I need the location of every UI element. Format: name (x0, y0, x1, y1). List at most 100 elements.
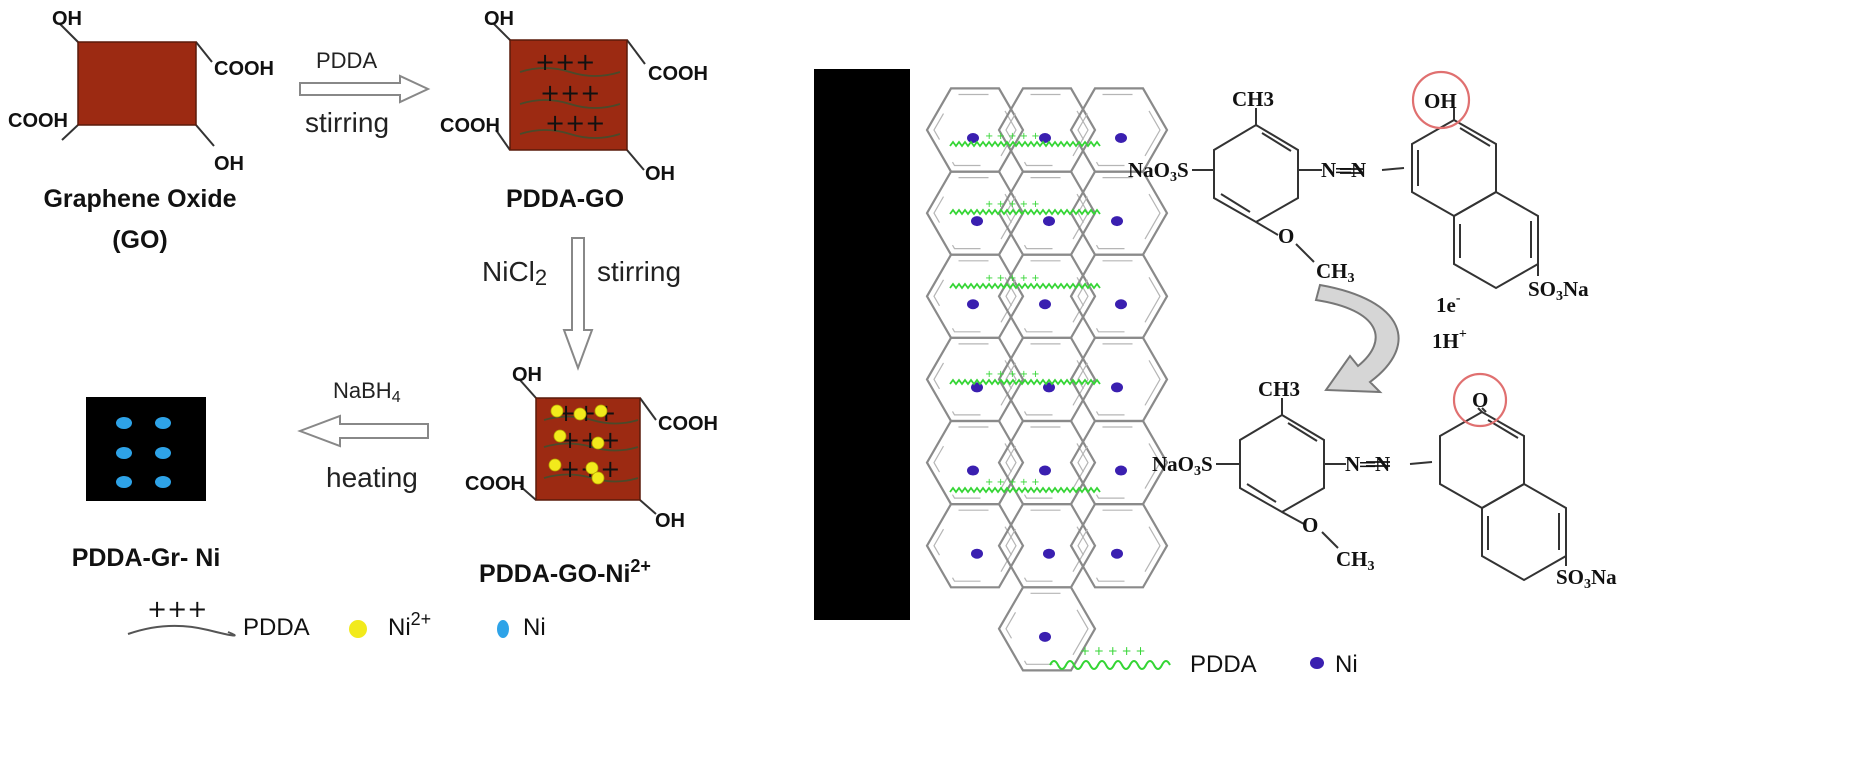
pdda-go-ni-oh-bottom: OH (655, 510, 685, 532)
product-o-highlight (1452, 372, 1508, 428)
reactant-oh-highlight (1411, 70, 1471, 130)
pdda-go-ni2-name: PDDA-GO-Ni2+ (479, 556, 651, 588)
product-och3-ch3: CH3 (1336, 547, 1375, 574)
right-legend: + + + + + PDDA Ni (1049, 644, 1358, 678)
graphene-hexagon (997, 87, 1097, 173)
reactant-left-group: NaO3S (1128, 158, 1189, 185)
reactant-azo: N═N (1321, 158, 1366, 182)
go-cooh-right: COOH (214, 58, 274, 80)
pdda-chain-charges: + + + + + (985, 477, 1040, 488)
product-molecule: CH3 O NaO3S N═N O CH3 SO3Na (1152, 372, 1617, 592)
graphene-double-bond (1077, 509, 1161, 582)
graphene-hexagon (997, 586, 1097, 672)
product-right-group: SO3Na (1556, 565, 1617, 592)
ni-particle (967, 465, 979, 476)
ni-particle (1043, 216, 1055, 227)
arrow-electron: 1e- (1436, 291, 1461, 317)
graphene-double-bond (1005, 426, 1089, 499)
graphene-double-bond (1077, 426, 1161, 499)
ni-particle (1115, 133, 1127, 143)
pdda-chain (949, 140, 1101, 148)
step3-reagent: NaBH4 (333, 378, 401, 406)
graphene-double-bond (1077, 177, 1161, 250)
pdda-chain (949, 208, 1101, 216)
graphene-hexagon (997, 253, 1097, 339)
ni-particle (1039, 299, 1051, 310)
graphene-double-bond (1005, 177, 1089, 250)
legend-ni-dot (497, 620, 509, 638)
step3-condition: heating (326, 462, 418, 493)
legend-ni2-dot (349, 620, 367, 638)
ni-particle (971, 548, 983, 559)
go-oh-bottom: OH (214, 153, 244, 175)
go-cooh-left: COOH (8, 110, 68, 132)
graphene-double-bond (1005, 260, 1089, 333)
pdda-go-oh-top: OH (484, 8, 514, 30)
arrow-proton: 1H+ (1432, 327, 1467, 353)
step3-arrow (297, 414, 429, 448)
electrode (814, 69, 910, 620)
ni-particle (1039, 133, 1051, 143)
product-azo: N═N (1345, 452, 1390, 476)
product-och3-o: O (1302, 513, 1318, 537)
pdda-chain-charges: + + + + + (985, 273, 1040, 284)
ni-particle (971, 216, 983, 227)
go-name-line2: (GO) (112, 226, 168, 254)
graphene-hexagon (1069, 503, 1169, 589)
legend-pdda-symbol: +++ (147, 595, 207, 623)
pdda-go-sheet: +++ +++ +++ OH COOH COOH OH (440, 8, 708, 185)
graphene-oxide-sheet: OH COOH COOH OH (8, 8, 274, 175)
ni-particle (967, 299, 979, 310)
pdda-go-ni-oh-top: OH (512, 364, 542, 386)
left-panel: OH COOH COOH OH Graphene Oxide (GO) PDDA… (8, 8, 718, 641)
pdda-go-charges-row3: +++ (545, 109, 605, 137)
step1-arrow (299, 74, 431, 104)
pdda-go-oh-bottom: OH (645, 163, 675, 185)
ni2-ions (548, 404, 608, 485)
ni-particle (1043, 548, 1055, 559)
reactant-oh: OH (1424, 89, 1457, 113)
graphene-double-bond (933, 509, 1017, 582)
pdda-chain-charges: + + + + + (985, 131, 1040, 142)
pdda-go-ni-cooh-left: COOH (465, 473, 525, 495)
step1-condition: stirring (305, 107, 389, 138)
graphene-double-bond (1077, 93, 1161, 167)
right-legend-pdda-label: PDDA (1190, 651, 1257, 678)
reduction-arrow (1314, 283, 1400, 394)
ni-particle (1039, 631, 1051, 642)
pdda-go-ni2-sheet: +++ +++ +++ OH COOH COOH OH (465, 364, 718, 532)
pdda-go-name: PDDA-GO (506, 185, 624, 213)
left-legend: +++ PDDA Ni2+ Ni (127, 595, 546, 641)
pdda-chain (949, 486, 1101, 494)
graphene-hexagon (925, 253, 1025, 339)
right-legend-ni-dot (1310, 657, 1324, 669)
graphene-honeycomb: + + + + ++ + + + ++ + + + ++ + + + ++ + … (925, 87, 1169, 672)
ni-particle (1043, 382, 1055, 393)
pdda-chain (949, 378, 1101, 386)
graphene-double-bond (933, 343, 1017, 416)
graphene-double-bond (1077, 343, 1161, 416)
pdda-go-ni-cooh-right: COOH (658, 413, 718, 435)
pdda-go-charges-row1: +++ (535, 48, 595, 76)
graphene-double-bond (1005, 343, 1089, 416)
pdda-go-cooh-right: COOH (648, 63, 708, 85)
graphene-double-bond (1005, 93, 1089, 167)
right-panel: + + + + + + + + + + + + + + + + + + + + + + … (814, 69, 1617, 678)
ni-particle (1111, 216, 1123, 227)
product-o: O (1472, 388, 1488, 412)
graphene-double-bond (933, 426, 1017, 499)
step2-reagent: NiCl2 (482, 256, 547, 290)
graphene-hexagon (925, 503, 1025, 589)
graphene-hexagon (925, 87, 1025, 173)
graphene-double-bond (1077, 260, 1161, 333)
ni-particle (1115, 465, 1127, 476)
pdda-chain-charges: + + + + + (985, 199, 1040, 210)
product-ch3: CH3 (1258, 377, 1300, 401)
step1-reagent: PDDA (316, 48, 377, 73)
go-oh-top: OH (52, 8, 82, 30)
reactant-molecule: CH3 OH NaO3S N═N O CH3 SO3Na (1128, 70, 1589, 304)
pdda-go-ni-charges-row2: +++ (560, 426, 620, 454)
product-left-group: NaO3S (1152, 452, 1213, 479)
graphene-hexagon (1069, 253, 1169, 339)
